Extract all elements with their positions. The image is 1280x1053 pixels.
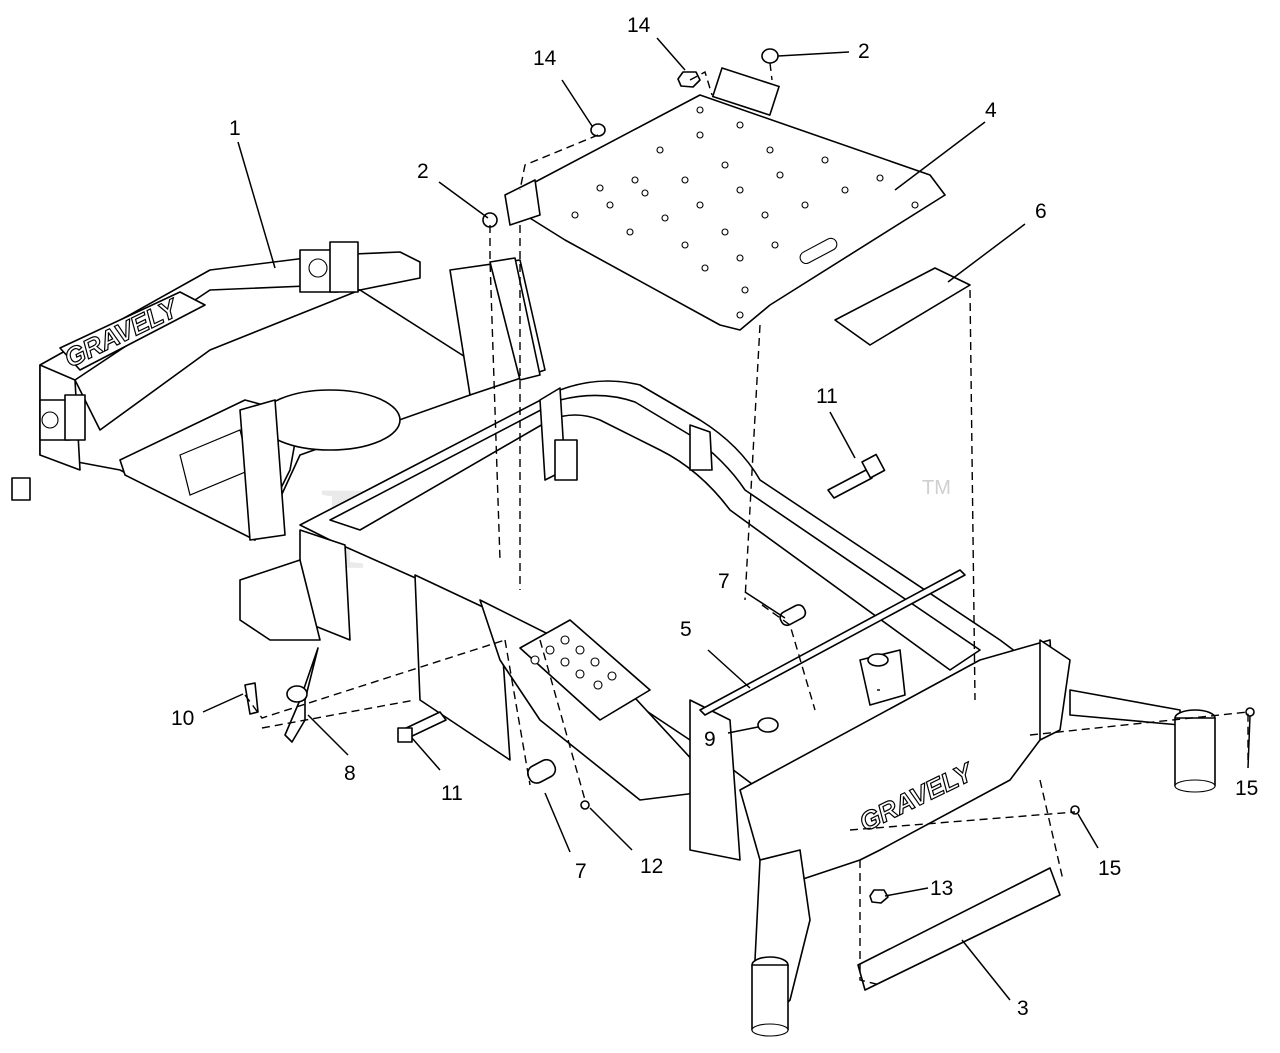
callout-13: 13 (930, 877, 953, 900)
part-bolt-11-upper[interactable] (827, 453, 886, 499)
callout-10: 10 (171, 707, 194, 730)
callout-15a: 15 (1098, 857, 1121, 880)
part-washers[interactable] (482, 48, 1255, 904)
callout-2a: 2 (417, 160, 429, 183)
callout-labels: 1 2 2 3 4 5 6 7 7 8 9 10 11 11 12 13 14 … (171, 14, 1258, 1020)
part-blade[interactable] (699, 569, 966, 716)
callout-12: 12 (640, 855, 663, 878)
part-screw-10[interactable] (244, 682, 259, 715)
part-pivot-8[interactable] (284, 647, 319, 743)
part-knob-9[interactable] (757, 717, 779, 733)
callout-11a: 11 (816, 385, 838, 408)
callout-15b: 15 (1235, 777, 1258, 800)
part-pin-7-lower[interactable] (525, 757, 558, 786)
floor-plate-holes (571, 106, 919, 319)
part-main-frame[interactable] (239, 380, 1041, 861)
part-pin-7-upper[interactable] (778, 603, 808, 628)
callout-9: 9 (704, 728, 716, 751)
callout-7b: 7 (575, 860, 587, 883)
part-front-plate[interactable] (857, 867, 1061, 991)
callout-5: 5 (680, 618, 692, 641)
step-plate-holes (530, 635, 617, 690)
assembly-lines (244, 62, 1249, 986)
callout-8: 8 (344, 762, 356, 785)
part-floor-plate[interactable] (504, 67, 946, 331)
callout-14b: 14 (627, 14, 651, 37)
part-step-plate[interactable] (519, 619, 651, 721)
callout-11b: 11 (441, 782, 463, 805)
callout-2b: 2 (858, 40, 870, 63)
callout-4: 4 (985, 99, 997, 122)
part-bolt-11-lower[interactable] (397, 711, 447, 743)
part-front-frame[interactable]: GRAVELY (739, 639, 1216, 1037)
callout-7a: 7 (718, 570, 730, 593)
callout-3: 3 (1017, 997, 1029, 1020)
leader-lines (202, 37, 1251, 1001)
callout-14a: 14 (533, 47, 557, 70)
callout-6: 6 (1035, 200, 1047, 223)
part-shield[interactable] (834, 267, 971, 346)
callout-1: 1 (229, 117, 241, 140)
watermark-trademark: TM (922, 477, 951, 499)
